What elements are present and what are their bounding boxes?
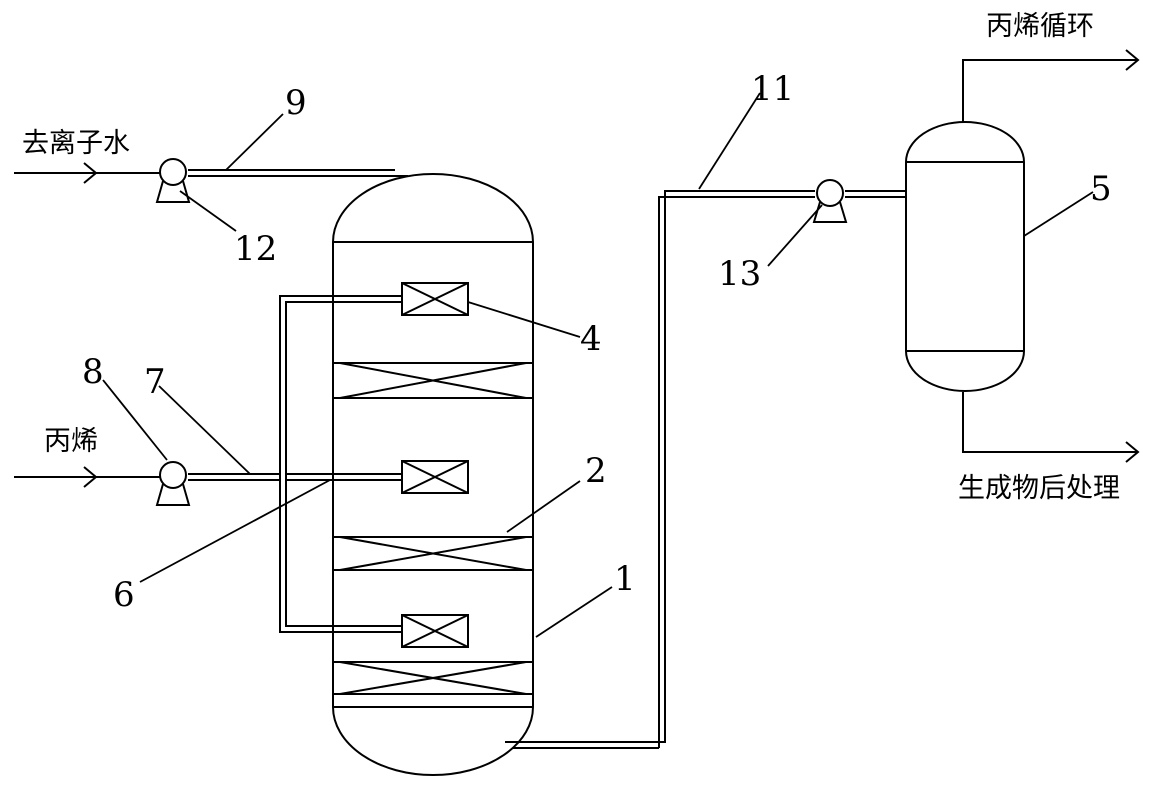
distributor-middle <box>401 460 469 494</box>
leader-lines <box>102 92 1094 638</box>
reactor-outlet-line <box>505 190 905 749</box>
callout-8: 8 <box>82 352 104 392</box>
separator-vessel <box>905 121 1025 392</box>
propylene-distribution-pipe <box>279 295 402 633</box>
deionized-water-label: 去离子水 <box>22 128 130 159</box>
callout-7: 7 <box>144 362 166 402</box>
callout-12: 12 <box>234 229 277 269</box>
packing-bed-1 <box>333 362 533 399</box>
propylene-recycle-label: 丙烯循环 <box>986 11 1094 42</box>
callout-11: 11 <box>751 69 794 109</box>
deionized-water-feed-line <box>14 162 408 184</box>
propylene-feed-label: 丙烯 <box>44 426 98 457</box>
product-outlet-line <box>962 392 1140 463</box>
callout-13: 13 <box>718 254 761 294</box>
callout-5: 5 <box>1090 169 1112 209</box>
reactor-vessel <box>332 173 534 776</box>
propylene-recycle-line <box>962 49 1140 122</box>
pump-8-icon <box>155 461 191 506</box>
pump-13-icon <box>812 179 848 223</box>
callout-4: 4 <box>580 319 602 359</box>
callout-2: 2 <box>585 451 607 491</box>
pump-12-icon <box>155 158 191 203</box>
product-post-treatment-label: 生成物后处理 <box>958 473 1120 504</box>
distributor-top <box>401 282 469 316</box>
callout-6: 6 <box>113 575 135 615</box>
callout-1: 1 <box>614 559 636 599</box>
distributor-bottom <box>401 614 469 648</box>
packing-bed-2 <box>333 536 533 571</box>
packing-bed-3 <box>333 661 533 695</box>
callout-9: 9 <box>285 83 307 123</box>
propylene-feed-line <box>14 466 280 488</box>
